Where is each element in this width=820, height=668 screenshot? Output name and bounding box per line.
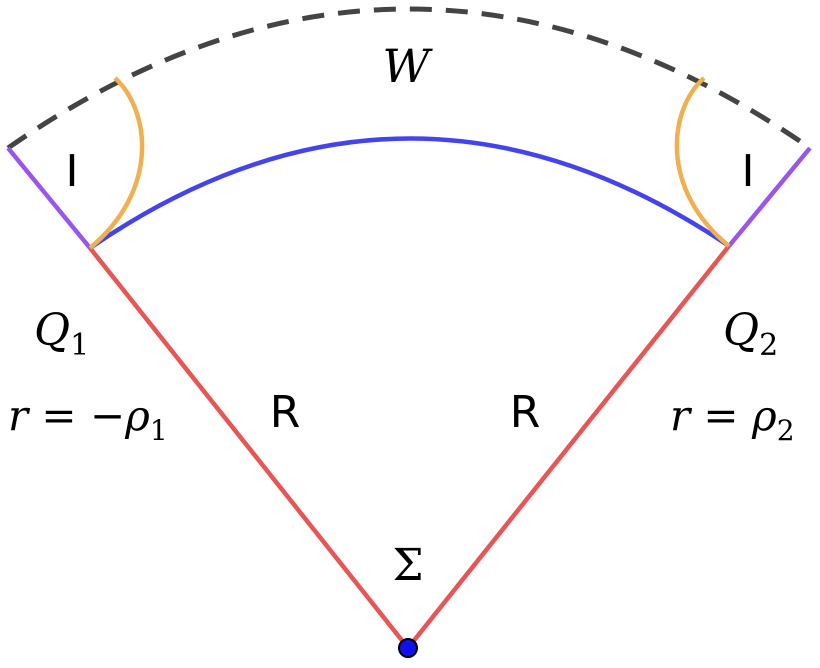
label-q2: Q2 bbox=[723, 305, 778, 363]
sigma-point bbox=[398, 638, 418, 658]
label-r-right-var: r bbox=[670, 391, 693, 440]
label-q2-main: Q bbox=[723, 305, 759, 356]
label-q1-main: Q bbox=[34, 305, 70, 356]
orange-curve-right bbox=[674, 76, 731, 248]
orange-curve-left bbox=[88, 76, 145, 250]
label-r-right-sub: 2 bbox=[777, 414, 795, 447]
label-r-right-rho: ρ bbox=[751, 391, 777, 440]
red-edge-right bbox=[406, 244, 731, 650]
label-region-right: R bbox=[510, 387, 541, 438]
dashed-outer-boundary bbox=[6, 6, 812, 151]
blue-curve bbox=[88, 136, 731, 250]
purple-edge-left bbox=[6, 146, 92, 250]
label-island-right: I bbox=[742, 146, 755, 197]
label-q1-sub: 1 bbox=[70, 328, 89, 363]
label-r-left-sub: 1 bbox=[150, 414, 168, 447]
label-q2-sub: 2 bbox=[759, 328, 778, 363]
label-q1: Q1 bbox=[34, 305, 89, 363]
label-r-left-rho: ρ bbox=[124, 391, 150, 440]
label-region-left: R bbox=[270, 387, 301, 438]
label-sigma: Σ bbox=[392, 540, 423, 591]
label-r-left: r = −ρ1 bbox=[8, 391, 168, 447]
red-edge-left bbox=[88, 246, 410, 650]
purple-edge-right bbox=[727, 146, 812, 248]
label-w: W bbox=[382, 39, 433, 93]
label-r-right-eq: = bbox=[690, 391, 752, 440]
label-r-left-eq: = − bbox=[28, 391, 125, 440]
label-r-left-var: r bbox=[8, 391, 31, 440]
label-island-left: I bbox=[66, 146, 79, 197]
label-r-right: r = ρ2 bbox=[670, 391, 795, 447]
